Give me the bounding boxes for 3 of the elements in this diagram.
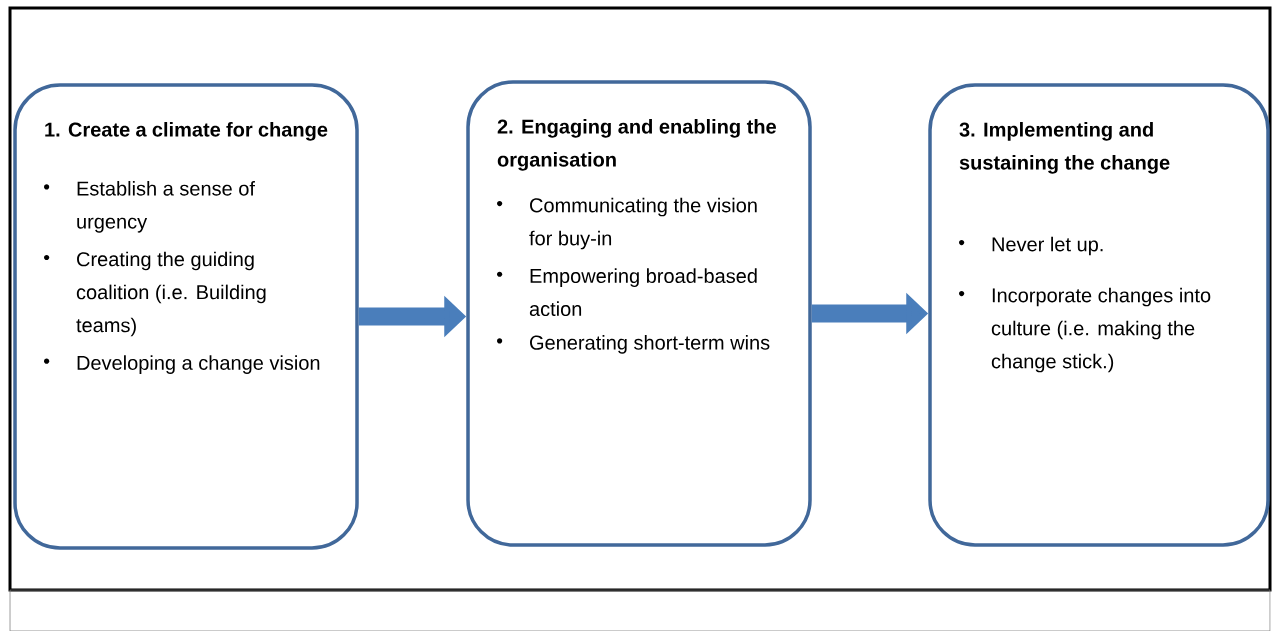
rounded-box: 1. Create a climate for change Establish a sense of urgency Creating the guiding coalition (i.e. Building teams) Developing a change vision: [13, 83, 359, 550]
rounded-box: 2. Engaging and enabling the organisation Communicating the vision for buy-in Empowering broad-based action Generating short-term wins: [466, 80, 812, 547]
rounded-box: 3. Implementing and sustaining the change Never let up. Incorporate changes into culture (i.e. making the change stick.): [928, 83, 1270, 547]
